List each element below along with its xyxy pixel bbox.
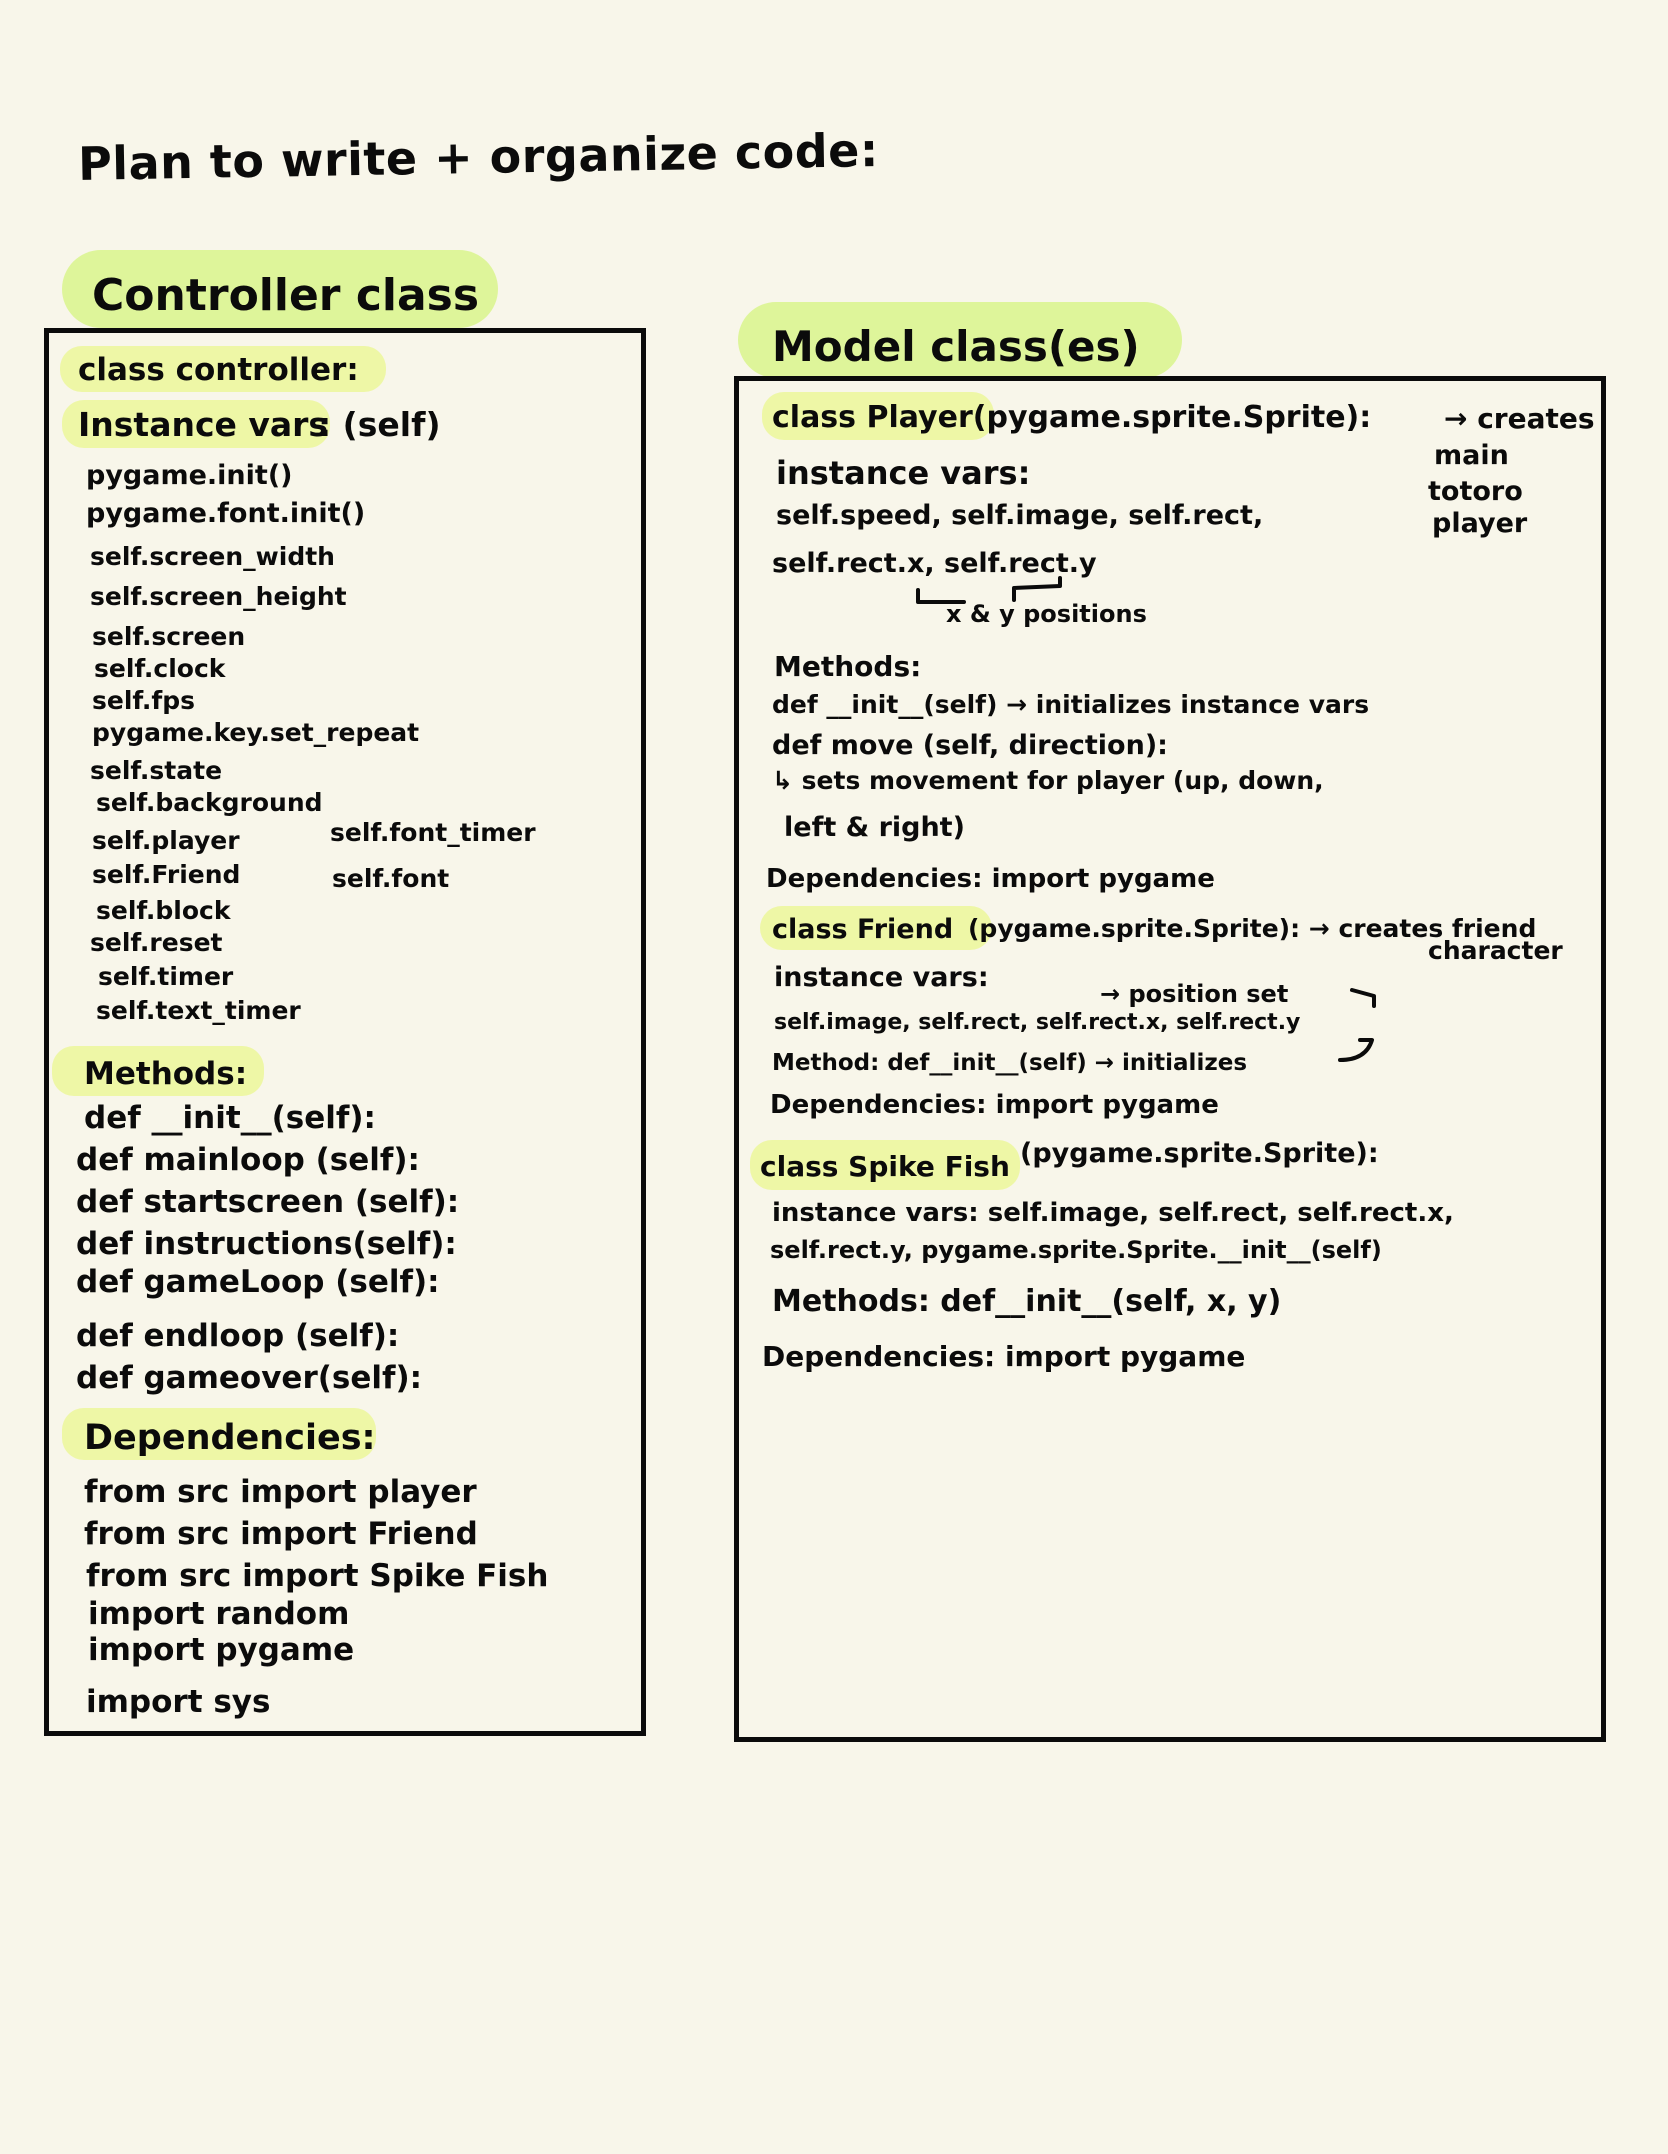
controller-var-0: pygame.init() xyxy=(86,460,293,491)
player-side-note-1: totoro xyxy=(1428,476,1523,507)
controller-var-5: self.clock xyxy=(94,654,226,683)
player-method-3: ↳ sets movement for player (up, down, xyxy=(772,766,1324,795)
friend-side-note: character xyxy=(1428,936,1563,965)
spike-vars-line2: self.rect.y, pygame.sprite.Sprite.__init… xyxy=(770,1236,1382,1264)
controller-dep-0: from src import player xyxy=(84,1474,477,1510)
controller-var-12: self.block xyxy=(96,896,231,925)
bracket-x-stroke xyxy=(916,588,966,604)
controller-method-1: def mainloop (self): xyxy=(76,1142,420,1178)
controller-heading: Controller class xyxy=(92,270,480,321)
player-side-note-0: main xyxy=(1434,440,1509,471)
controller-var-8: self.state xyxy=(90,756,223,785)
controller-var-3: self.screen_height xyxy=(90,582,347,611)
controller-method-2: def startscreen (self): xyxy=(76,1184,460,1220)
player-vars-line1: self.speed, self.image, self.rect, xyxy=(776,500,1264,531)
controller-dep-5: import sys xyxy=(86,1684,271,1720)
controller-var-2: self.screen_width xyxy=(90,542,335,571)
controller-var-14: self.timer xyxy=(98,962,234,991)
controller-dep-1: from src import Friend xyxy=(84,1516,478,1552)
controller-var-1: pygame.font.init() xyxy=(86,498,366,529)
bracket-y-stroke xyxy=(1012,576,1062,602)
model-heading-pill xyxy=(738,302,1182,378)
spike-vars-line1: instance vars: self.image, self.rect, se… xyxy=(772,1198,1454,1228)
player-side-note-2: player xyxy=(1432,508,1528,539)
position-arrow-stroke xyxy=(1350,988,1376,1008)
friend-class-label: class Friend xyxy=(772,914,954,945)
friend-class-rest: (pygame.sprite.Sprite): → creates friend xyxy=(968,914,1537,943)
controller-var-6: self.fps xyxy=(92,686,196,715)
controller-method-4: def gameLoop (self): xyxy=(76,1264,440,1300)
player-methods-label: Methods: xyxy=(774,650,922,683)
controller-heading-pill xyxy=(62,250,498,328)
spike-deps: Dependencies: import pygame xyxy=(762,1340,1246,1373)
highlight-dependencies xyxy=(62,1408,376,1460)
controller-method-5: def endloop (self): xyxy=(76,1318,400,1354)
controller-var-right-0: self.font_timer xyxy=(330,818,536,847)
controller-var-4: self.screen xyxy=(92,622,246,651)
player-method-1: def __init__(self) → initializes instanc… xyxy=(772,690,1370,719)
controller-methods-label: Methods: xyxy=(84,1056,248,1092)
highlight-instance-vars xyxy=(62,400,330,448)
friend-instance-label: instance vars: xyxy=(774,962,989,993)
spike-class-rest: (pygame.sprite.Sprite): xyxy=(1020,1138,1379,1169)
controller-var-9: self.background xyxy=(96,788,323,817)
highlight-methods xyxy=(52,1046,264,1096)
controller-method-6: def gameover(self): xyxy=(76,1360,423,1396)
controller-var-7: pygame.key.set_repeat xyxy=(92,718,420,747)
controller-var-right-1: self.font xyxy=(332,864,450,893)
controller-deps-label: Dependencies: xyxy=(84,1418,376,1458)
spike-class-label: class Spike Fish xyxy=(760,1150,1010,1183)
player-method-2: def move (self, direction): xyxy=(772,730,1168,761)
controller-var-11: self.Friend xyxy=(92,860,241,889)
player-method-4: left & right) xyxy=(784,812,965,843)
friend-vars-line: self.image, self.rect, self.rect.x, self… xyxy=(774,1010,1301,1035)
controller-var-13: self.reset xyxy=(90,928,223,957)
highlight-class-spike xyxy=(750,1140,1020,1190)
player-xy-note: x & y positions xyxy=(946,600,1147,628)
highlight-class-controller xyxy=(60,346,386,392)
spike-methods-line: Methods: def__init__(self, x, y) xyxy=(772,1284,1282,1319)
player-arrow-note: → creates xyxy=(1444,402,1595,435)
controller-method-0: def __init__(self): xyxy=(84,1100,376,1136)
initializes-arrow-stroke xyxy=(1338,1038,1374,1062)
controller-var-10: self.player xyxy=(92,826,240,855)
controller-var-15: self.text_timer xyxy=(96,996,301,1025)
model-heading: Model class(es) xyxy=(772,322,1140,371)
player-vars-line2: self.rect.x, self.rect.y xyxy=(772,548,1097,579)
player-instance-label: instance vars: xyxy=(776,454,1031,492)
controller-box xyxy=(44,328,646,1736)
controller-dep-4: import pygame xyxy=(88,1632,355,1668)
controller-method-3: def instructions(self): xyxy=(76,1226,457,1262)
player-class-line: class Player(pygame.sprite.Sprite): xyxy=(772,400,1372,435)
friend-method-line: Method: def__init__(self) → initializes xyxy=(772,1050,1248,1076)
highlight-class-player xyxy=(762,392,994,440)
model-box xyxy=(734,376,1606,1742)
controller-dep-2: from src import Spike Fish xyxy=(86,1558,549,1594)
controller-dep-3: import random xyxy=(88,1596,350,1632)
controller-instance-label: Instance vars xyxy=(78,405,329,444)
friend-deps: Dependencies: import pygame xyxy=(770,1090,1219,1120)
highlight-class-friend xyxy=(760,906,992,950)
friend-position-note: → position set xyxy=(1100,980,1289,1008)
controller-instance-suffix: : (self) xyxy=(318,405,441,444)
player-deps: Dependencies: import pygame xyxy=(766,864,1215,894)
controller-class-line: class controller: xyxy=(78,352,359,388)
